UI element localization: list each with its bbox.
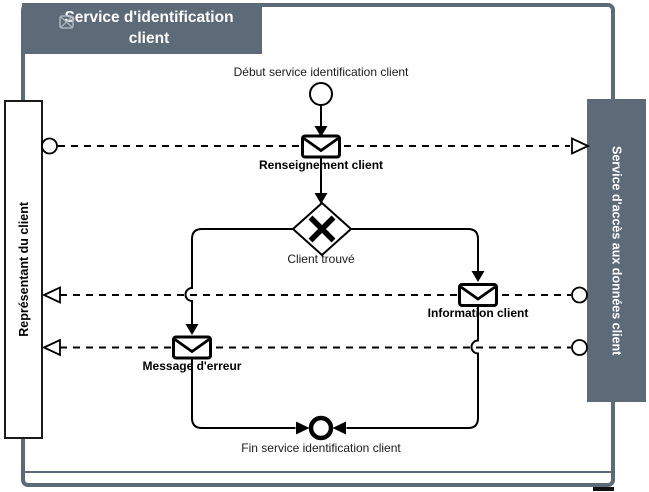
sequence-flow-arrowhead <box>296 421 310 435</box>
message-erreur[interactable] <box>172 335 212 360</box>
message-flow-start-circle <box>571 286 588 304</box>
envelope-icon <box>460 285 496 301</box>
participant-representant-du-client[interactable]: Représentant du client <box>4 100 43 439</box>
pool-bottom-lane-divider <box>24 471 613 473</box>
sequence-flow-information-to-end[interactable] <box>332 306 479 435</box>
message-renseignement-label: Renseignement client <box>258 158 384 172</box>
sequence-flow-renseignement-to-gateway[interactable] <box>314 157 328 205</box>
gateway-x-icon <box>308 215 336 243</box>
message-flow-renseignement[interactable] <box>41 137 591 155</box>
message-renseignement-client[interactable] <box>301 134 341 159</box>
sequence-flow-arrowhead <box>471 271 485 282</box>
sequence-flow-arrowhead <box>314 126 328 137</box>
message-flow-erreur[interactable] <box>41 338 588 357</box>
end-event-label: Fin service identification client <box>241 441 401 455</box>
gateway-label: Client trouvé <box>287 252 355 266</box>
participant-right-label: Service d'accès aux données client <box>609 145 624 356</box>
message-flow-open-arrowhead <box>41 338 61 357</box>
message-information-client[interactable] <box>458 283 498 307</box>
message-flow-start-circle <box>571 339 588 356</box>
envelope-icon <box>174 338 210 354</box>
start-event[interactable] <box>309 82 333 106</box>
message-flow-open-arrowhead <box>571 137 591 155</box>
sequence-flow-gateway-to-erreur[interactable] <box>184 228 294 335</box>
message-flow-information[interactable] <box>41 286 588 304</box>
sequence-flow-erreur-to-end[interactable] <box>191 359 310 435</box>
envelope-icon <box>303 137 339 153</box>
exclusive-gateway-client-trouve[interactable] <box>291 201 353 257</box>
pool-title-box[interactable]: Service d'identification client <box>22 3 262 54</box>
sequence-flow-gateway-to-information[interactable] <box>351 228 485 282</box>
sequence-flow-arrowhead <box>332 421 346 435</box>
envelope-x-icon <box>59 15 74 29</box>
sequence-flow-arrowhead <box>314 193 328 204</box>
participant-service-acces-donnees[interactable]: Service d'accès aux données client <box>587 99 646 402</box>
sequence-flow-start-to-renseignement[interactable] <box>314 105 328 138</box>
start-event-label: Début service identification client <box>233 65 409 79</box>
message-flow-open-arrowhead <box>41 286 61 304</box>
end-event[interactable] <box>308 415 334 441</box>
message-information-label: Information client <box>427 306 529 320</box>
sequence-flow-arrowhead <box>185 324 199 335</box>
resize-handle[interactable] <box>593 487 614 491</box>
message-flow-start-circle <box>41 137 58 155</box>
message-erreur-label: Message d'erreur <box>142 359 242 373</box>
pool-title: Service d'identification client <box>64 8 234 47</box>
